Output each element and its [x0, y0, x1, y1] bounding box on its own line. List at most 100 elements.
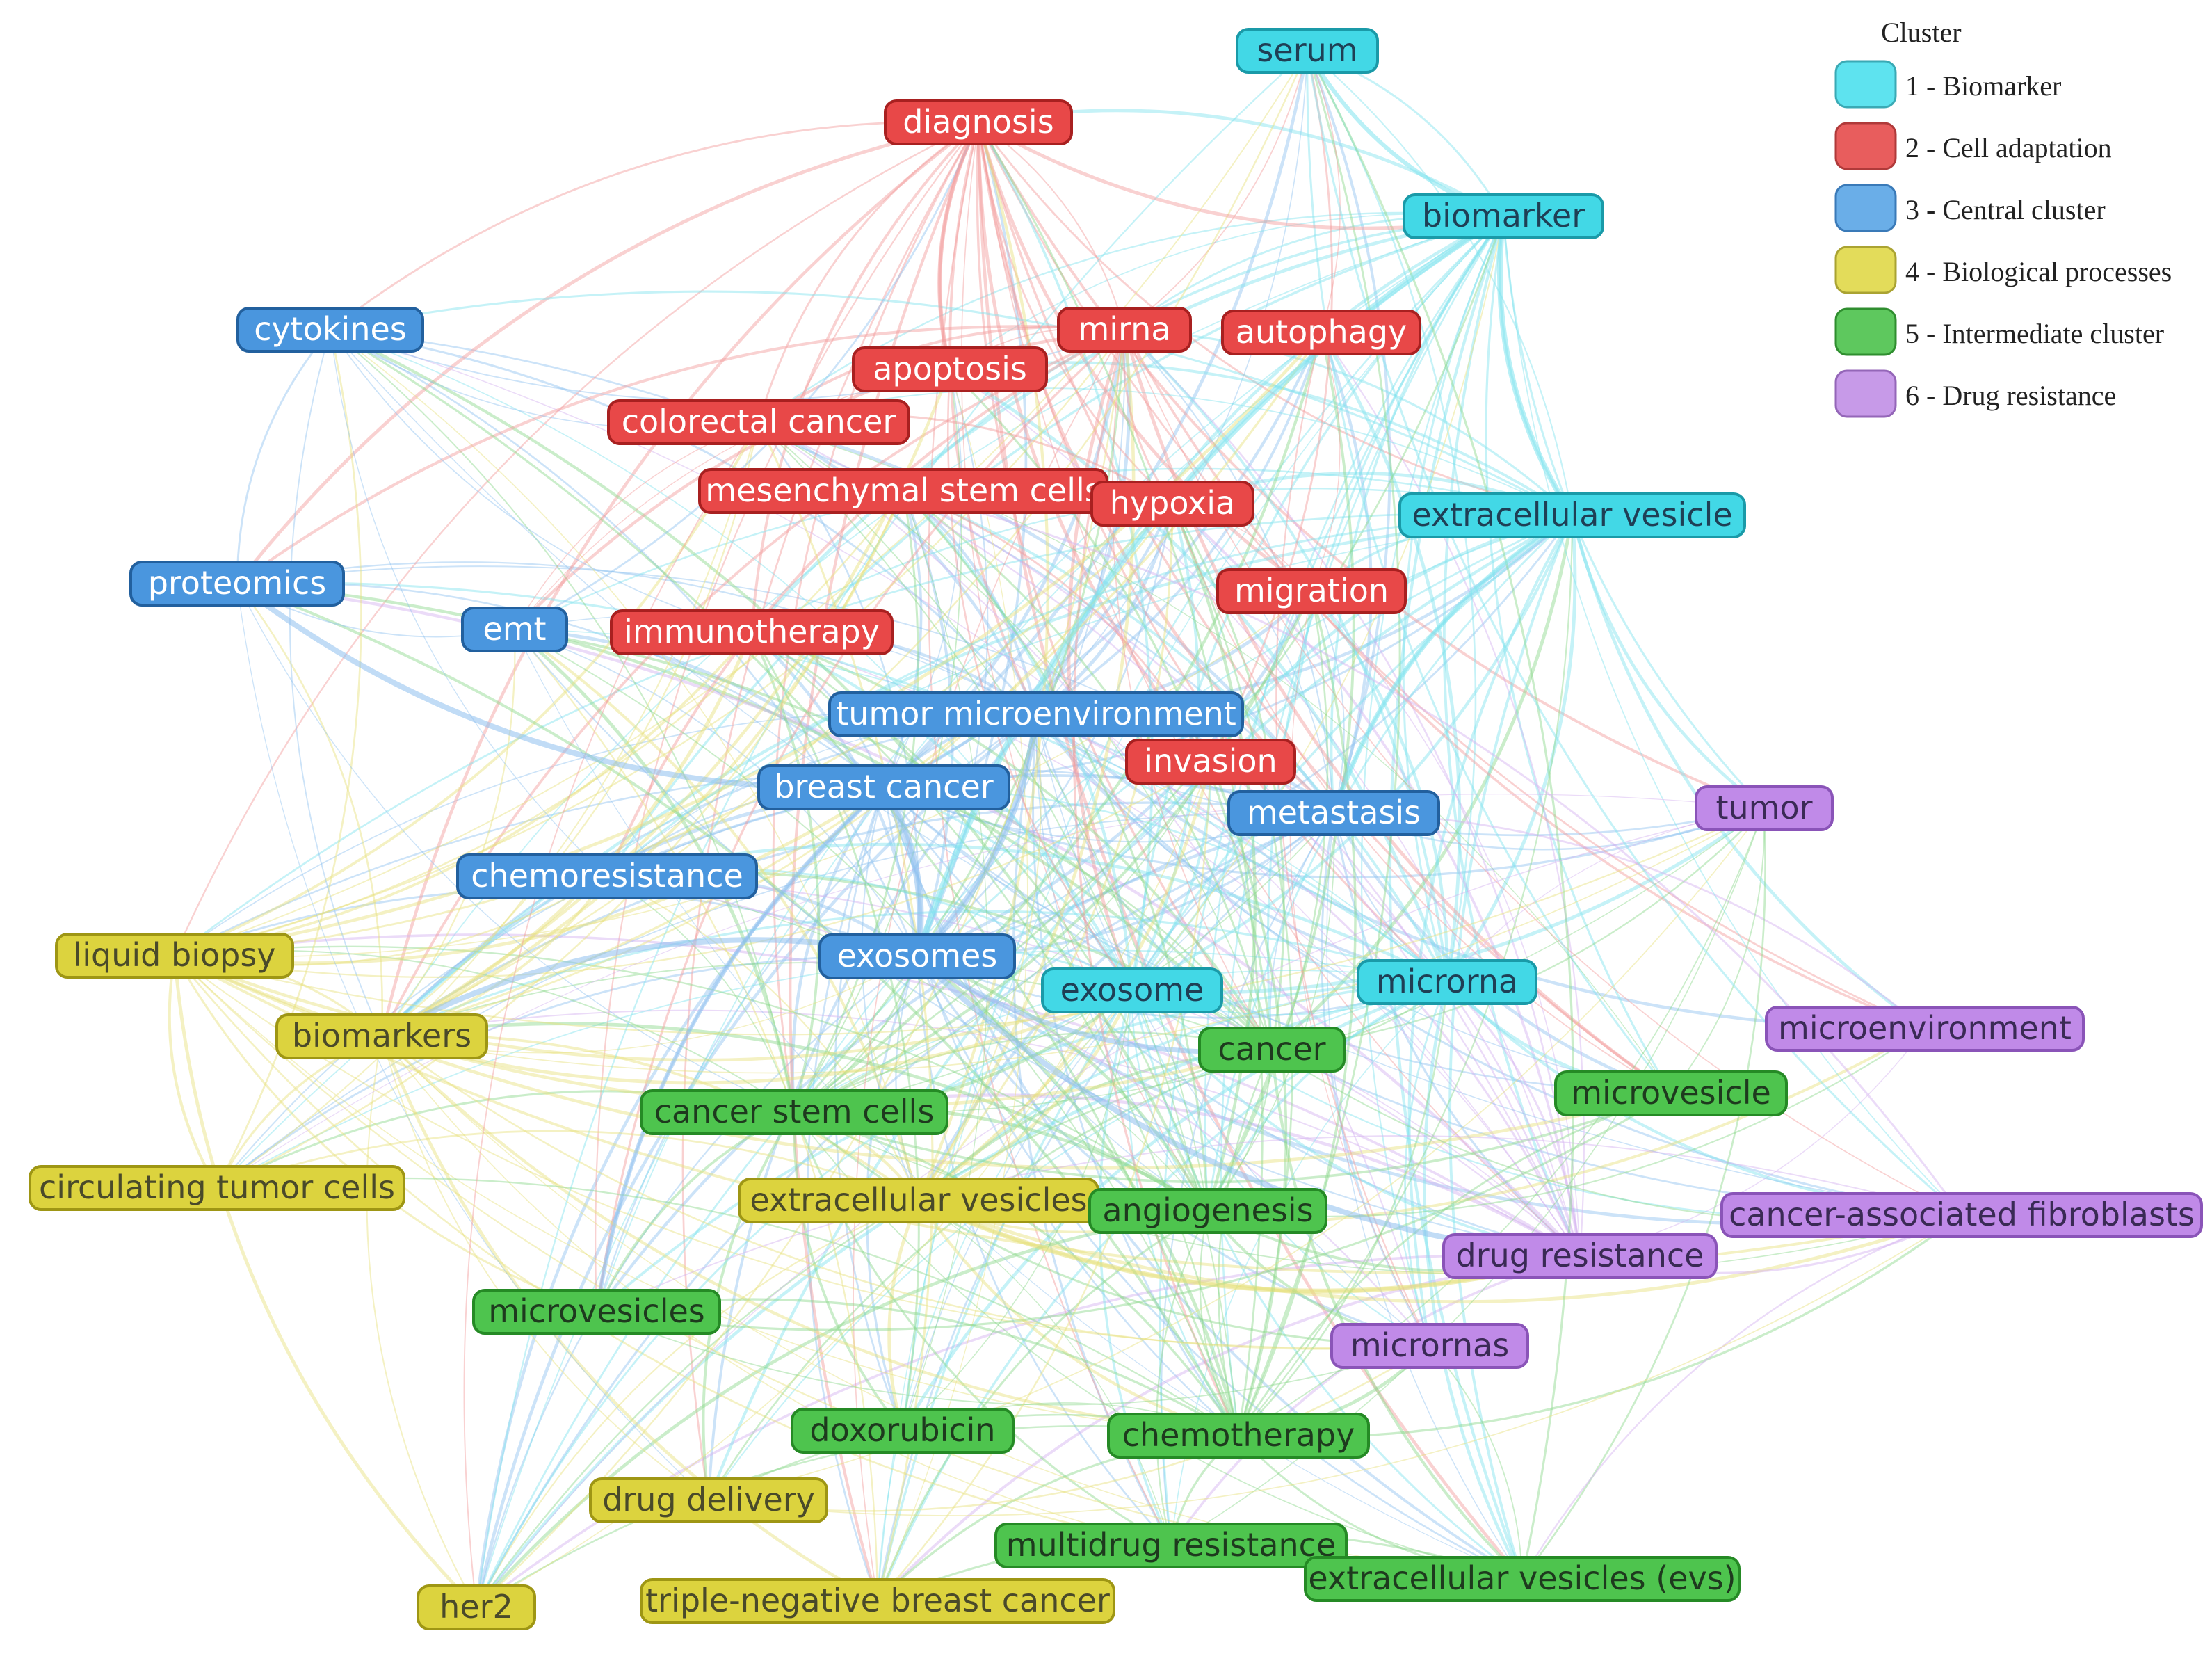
node-cancer-stem-cells[interactable]: cancer stem cells: [640, 1089, 948, 1135]
node-exosomes[interactable]: exosomes: [818, 933, 1016, 979]
edge-microrna-proteomics: [236, 581, 1448, 983]
node-box: [757, 764, 1010, 810]
edge-migration-autophagy: [1311, 332, 1341, 592]
edge-chemotherapy-migration: [1237, 591, 1357, 1436]
edge-microrna-apoptosis: [948, 367, 1449, 983]
node-microrna[interactable]: microrna: [1357, 959, 1537, 1005]
node-apoptosis[interactable]: apoptosis: [852, 346, 1048, 392]
node-chemotherapy[interactable]: chemotherapy: [1107, 1413, 1370, 1459]
edge-liquid-biopsy-multidrug-resistance: [173, 955, 1172, 1547]
node-tumor-microenvironment[interactable]: tumor microenvironment: [828, 691, 1244, 737]
edge-extracellular-vesicles-cytokines: [330, 329, 919, 1201]
node-multidrug-resistance[interactable]: multidrug resistance: [994, 1523, 1348, 1568]
node-label: biomarkers: [292, 1017, 471, 1054]
edge-microrna-drug-delivery: [708, 981, 1448, 1501]
node-exosome[interactable]: exosome: [1041, 967, 1223, 1013]
edge-biomarker-extracellular-vesicles-evs: [1388, 216, 1524, 1580]
node-liquid-biopsy[interactable]: liquid biopsy: [55, 933, 294, 979]
node-her2[interactable]: her2: [417, 1584, 536, 1630]
node-box: [1216, 568, 1407, 614]
node-mesenchymal-stem-cells[interactable]: mesenchymal stem cells: [698, 468, 1108, 514]
edge-biomarkers-emt: [381, 629, 516, 1037]
node-proteomics[interactable]: proteomics: [129, 561, 345, 607]
node-cancer-associated-fibroblasts[interactable]: cancer-associated fibroblasts: [1720, 1192, 2203, 1238]
node-emt[interactable]: emt: [461, 607, 568, 652]
node-biomarkers[interactable]: biomarkers: [275, 1013, 488, 1059]
node-box: [461, 607, 568, 652]
node-label: doxorubicin: [809, 1411, 995, 1449]
edge-diagnosis-microvesicles: [595, 122, 979, 1312]
node-biomarker[interactable]: biomarker: [1403, 193, 1604, 239]
edge-microrna-mesenchymal-stem-cells: [903, 490, 1448, 983]
edge-liquid-biopsy-colorectal-cancer: [174, 421, 760, 957]
node-label: chemotherapy: [1122, 1416, 1355, 1454]
node-microvesicle[interactable]: microvesicle: [1554, 1070, 1788, 1116]
edge-exosomes-hypoxia: [917, 503, 1174, 957]
node-box: [1398, 492, 1746, 538]
edge-diagnosis-cancer: [976, 122, 1273, 1051]
edge-cancer-associated-fibroblasts-extracellular-vesicles-evs: [1521, 1214, 1962, 1580]
edge-microvesicles-microvesicle: [596, 1092, 1672, 1331]
node-label: autophagy: [1236, 313, 1407, 351]
edge-cancer-drug-delivery: [707, 1048, 1273, 1501]
edge-cytokines-biomarkers: [289, 329, 382, 1037]
node-diagnosis[interactable]: diagnosis: [884, 99, 1073, 145]
node-triple-negative-breast-cancer[interactable]: triple-negative breast cancer: [640, 1578, 1115, 1624]
node-immunotherapy[interactable]: immunotherapy: [610, 609, 894, 655]
node-box: [1090, 481, 1254, 527]
node-extracellular-vesicle[interactable]: extracellular vesicle: [1398, 492, 1746, 538]
edge-extracellular-vesicle-biomarkers: [380, 513, 1573, 1038]
node-box: [1554, 1070, 1788, 1116]
edge-biomarker-metastasis: [1330, 215, 1505, 814]
node-extracellular-vesicles-evs[interactable]: extracellular vesicles (evs): [1304, 1556, 1741, 1602]
node-label: drug resistance: [1456, 1237, 1704, 1274]
node-drug-delivery[interactable]: drug delivery: [589, 1477, 828, 1523]
edge-diagnosis-hypoxia: [977, 122, 1173, 504]
node-breast-cancer[interactable]: breast cancer: [757, 764, 1010, 810]
edge-circulating-tumor-cells-cytokines: [216, 329, 362, 1189]
edge-extracellular-vesicle-cytokines: [330, 290, 1573, 517]
edge-breast-cancer-autophagy: [883, 332, 1323, 789]
node-colorectal-cancer[interactable]: colorectal cancer: [607, 399, 910, 445]
edge-biomarkers-proteomics: [236, 583, 383, 1037]
node-tumor[interactable]: tumor: [1695, 785, 1834, 831]
node-label: angiogenesis: [1102, 1191, 1313, 1229]
node-mirna[interactable]: mirna: [1057, 307, 1192, 353]
edge-exosomes-emt: [514, 629, 918, 957]
node-label: microvesicles: [488, 1292, 705, 1330]
node-microenvironment[interactable]: microenvironment: [1765, 1006, 2085, 1052]
node-chemoresistance[interactable]: chemoresistance: [456, 853, 758, 899]
edge-micrornas-colorectal-cancer: [758, 421, 1430, 1347]
node-microvesicles[interactable]: microvesicles: [472, 1289, 721, 1335]
edge-tumor-microenvironment-drug-delivery: [707, 713, 1038, 1501]
node-autophagy[interactable]: autophagy: [1221, 310, 1421, 355]
node-circulating-tumor-cells[interactable]: circulating tumor cells: [29, 1165, 405, 1211]
legend-item-intermediate-cluster: 5 - Intermediate cluster: [1834, 307, 2164, 356]
node-cytokines[interactable]: cytokines: [236, 307, 424, 353]
edge-mirna-microvesicle: [1122, 329, 1672, 1095]
node-drug-resistance[interactable]: drug resistance: [1442, 1233, 1718, 1279]
edge-biomarkers-mesenchymal-stem-cells: [381, 490, 905, 1038]
node-extracellular-vesicles[interactable]: extracellular vesicles: [738, 1178, 1099, 1223]
edge-extracellular-vesicles-diagnosis: [917, 122, 1049, 1201]
node-doxorubicin[interactable]: doxorubicin: [791, 1408, 1015, 1454]
node-label: extracellular vesicle: [1412, 496, 1732, 533]
node-box: [1221, 310, 1421, 355]
node-box: [29, 1165, 405, 1211]
node-angiogenesis[interactable]: angiogenesis: [1088, 1188, 1327, 1234]
node-label: extracellular vesicles (evs): [1308, 1559, 1736, 1597]
node-micrornas[interactable]: micrornas: [1330, 1323, 1529, 1369]
legend-item-central-cluster: 3 - Central cluster: [1834, 184, 2106, 232]
node-hypoxia[interactable]: hypoxia: [1090, 481, 1254, 527]
edge-drug-resistance-microrna: [1446, 981, 1581, 1257]
edge-extracellular-vesicles-mirna: [917, 329, 1136, 1202]
node-metastasis[interactable]: metastasis: [1227, 790, 1440, 836]
node-box: [818, 933, 1016, 979]
edge-microrna-doxorubicin: [901, 980, 1448, 1432]
edge-angiogenesis-cytokines: [330, 328, 1209, 1212]
node-serum[interactable]: serum: [1236, 28, 1379, 74]
node-cancer[interactable]: cancer: [1198, 1027, 1346, 1073]
node-migration[interactable]: migration: [1216, 568, 1407, 614]
node-invasion[interactable]: invasion: [1125, 739, 1296, 785]
edge-liquid-biopsy-mirna: [174, 329, 1125, 957]
